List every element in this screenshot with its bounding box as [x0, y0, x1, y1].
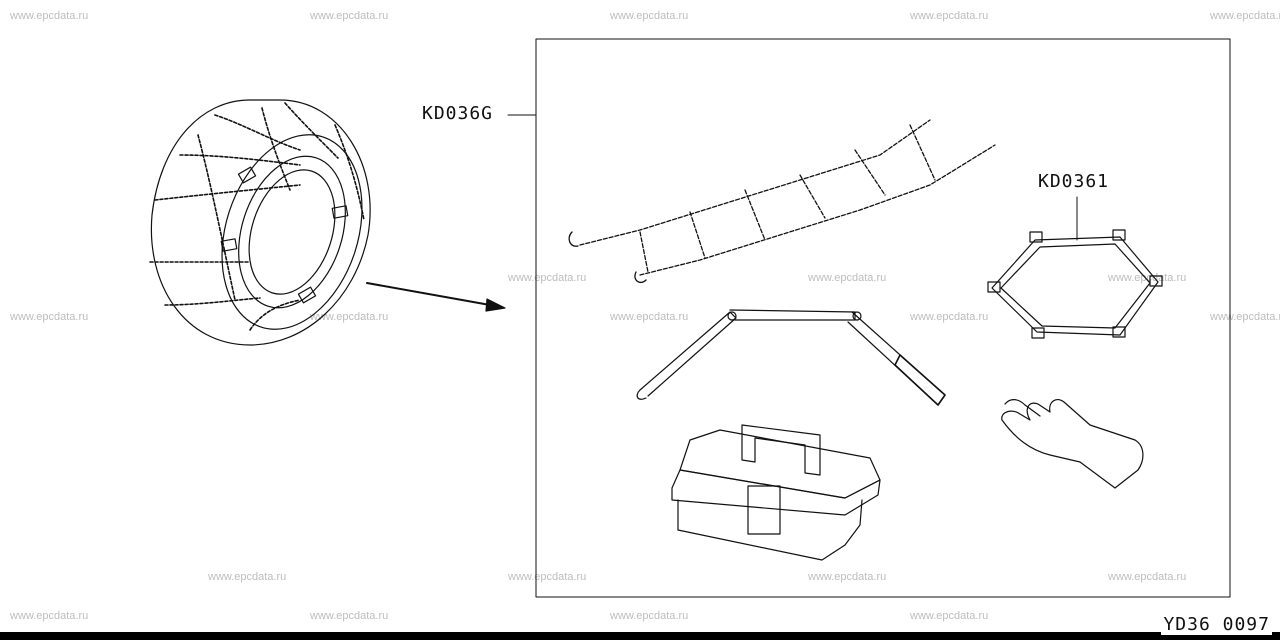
watermark: www.epcdata.ru	[1210, 311, 1280, 323]
watermark: www.epcdata.ru	[808, 571, 887, 583]
watermark: www.epcdata.ru	[508, 571, 587, 583]
watermark: www.epcdata.ru	[10, 311, 89, 323]
watermark: www.epcdata.ru	[1210, 10, 1280, 22]
watermark: www.epcdata.ru	[310, 311, 389, 323]
watermark: www.epcdata.ru	[910, 10, 989, 22]
tire-with-chains-illustration	[149, 99, 371, 346]
watermark: www.epcdata.ru	[610, 10, 689, 22]
watermark: www.epcdata.ru	[1108, 272, 1187, 284]
snow-chain-illustration	[568, 119, 996, 284]
tensioner-part-number-label[interactable]: KD0361	[1038, 171, 1110, 192]
watermark: www.epcdata.ru	[310, 10, 389, 22]
watermark: www.epcdata.ru	[910, 311, 989, 323]
watermark: www.epcdata.ru	[610, 610, 689, 622]
watermark: www.epcdata.ru	[310, 610, 389, 622]
watermark: www.epcdata.ru	[808, 272, 887, 284]
watermark: www.epcdata.ru	[10, 610, 89, 622]
chain-tensioner-illustration	[987, 196, 1163, 339]
diagram-code: YD36 0097	[1161, 614, 1272, 635]
glove-illustration	[1001, 399, 1144, 489]
watermark: www.epcdata.ru	[208, 571, 287, 583]
watermark: www.epcdata.ru	[10, 10, 89, 22]
watermark: www.epcdata.ru	[910, 610, 989, 622]
toolbox-illustration	[671, 424, 881, 561]
watermark: www.epcdata.ru	[1108, 571, 1187, 583]
watermark: www.epcdata.ru	[508, 272, 587, 284]
chain-tool-illustration	[636, 309, 946, 406]
arrow-to-kit	[366, 282, 506, 312]
watermark: www.epcdata.ru	[610, 311, 689, 323]
bottom-bar	[0, 632, 1280, 640]
kit-part-number-label[interactable]: KD036G	[422, 103, 494, 124]
kit-frame	[535, 38, 1231, 598]
